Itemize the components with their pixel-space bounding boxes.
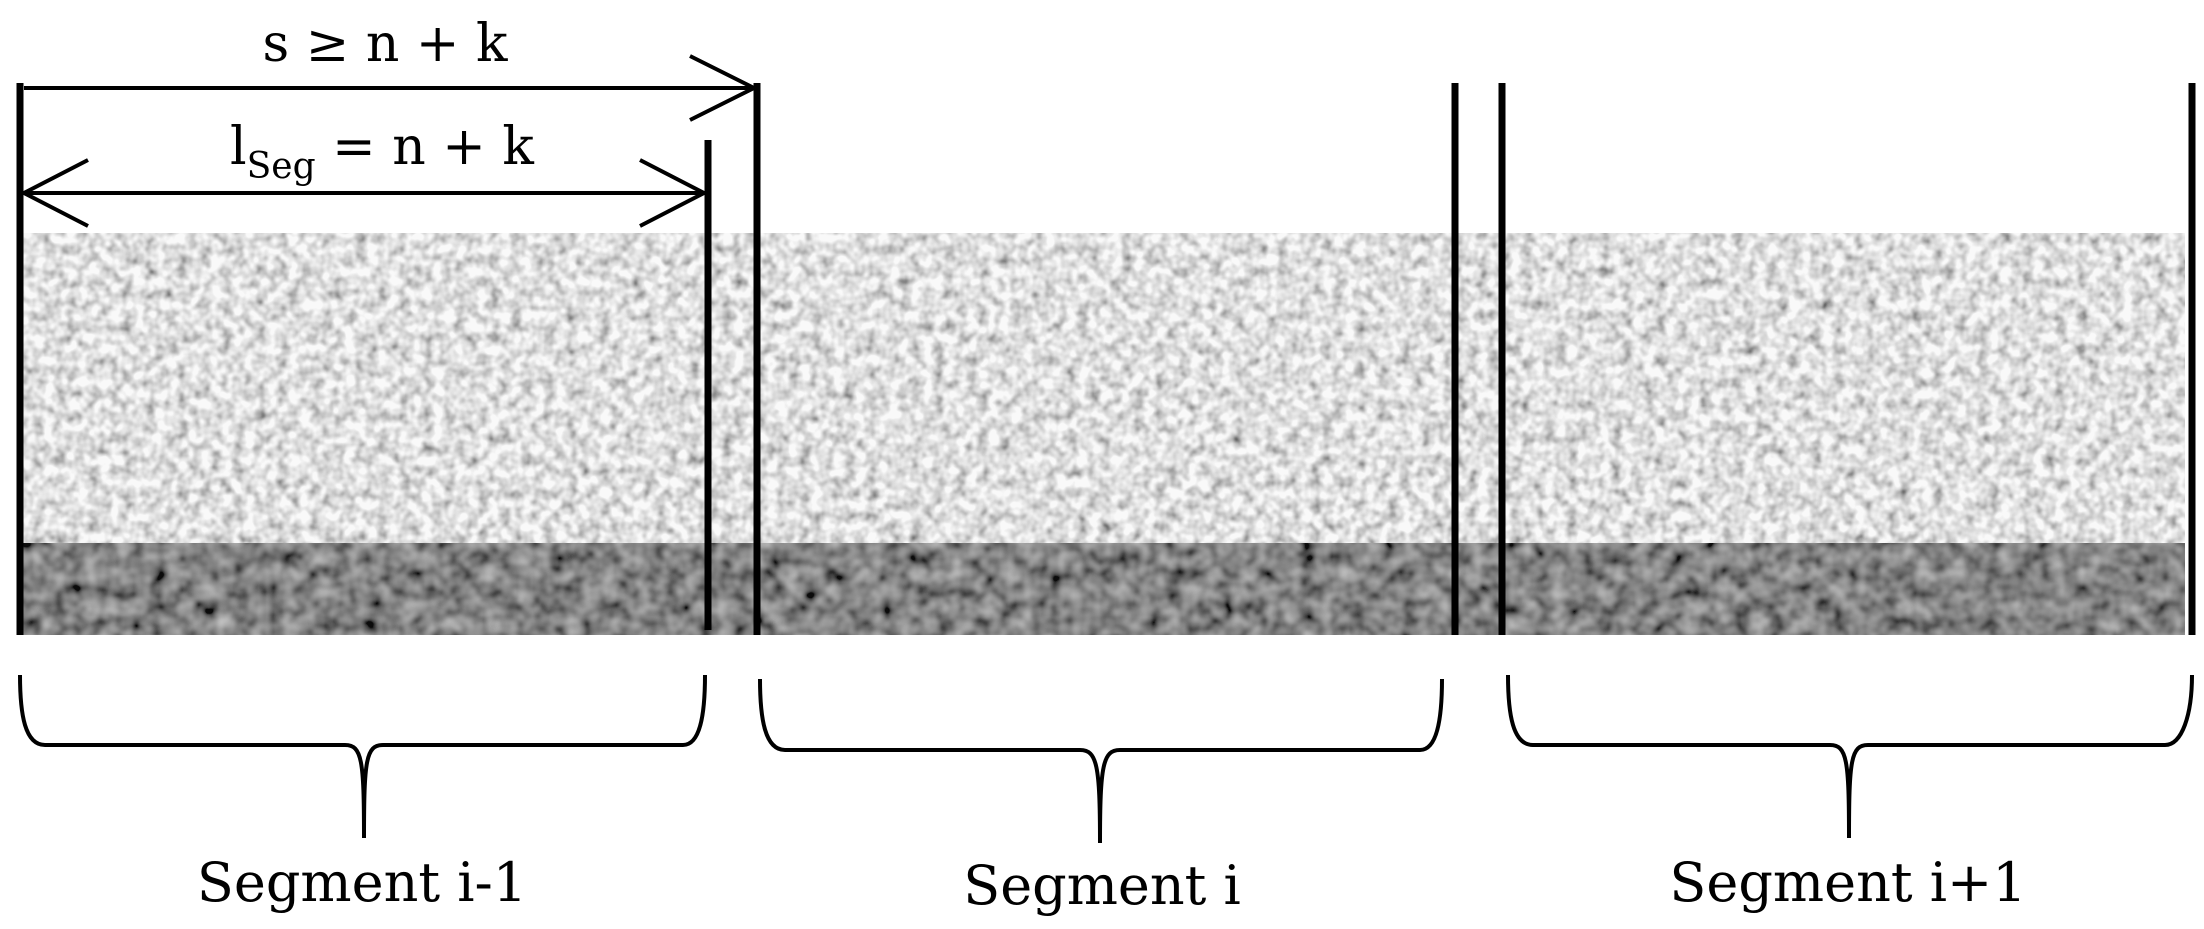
step-arrowhead	[689, 54, 759, 122]
length-label: lSeg = n + k	[230, 117, 534, 187]
braces	[18, 674, 2194, 844]
length-arrow	[19, 158, 709, 228]
brace-segment-2	[758, 678, 1444, 844]
texture-light-noise	[20, 233, 2185, 543]
length-arrowhead-left	[19, 158, 89, 228]
texture-strip	[20, 233, 2185, 635]
length-label-main: l	[230, 117, 247, 177]
boundary-lines	[16, 83, 2196, 635]
length-arrowhead-right	[639, 158, 709, 228]
length-label-subscript: Seg	[247, 146, 316, 187]
texture-dark-noise	[20, 543, 2185, 635]
segment-label-next: Segment i+1	[1669, 851, 2026, 914]
step-label: s ≥ n + k	[263, 14, 508, 74]
brace-segment-3	[1506, 674, 2194, 839]
brace-segment-1	[18, 674, 707, 839]
step-arrow	[24, 54, 759, 122]
segment-label-current: Segment i	[963, 854, 1241, 917]
segment-label-prev: Segment i-1	[197, 851, 527, 914]
length-label-equation: = n + k	[316, 117, 535, 177]
